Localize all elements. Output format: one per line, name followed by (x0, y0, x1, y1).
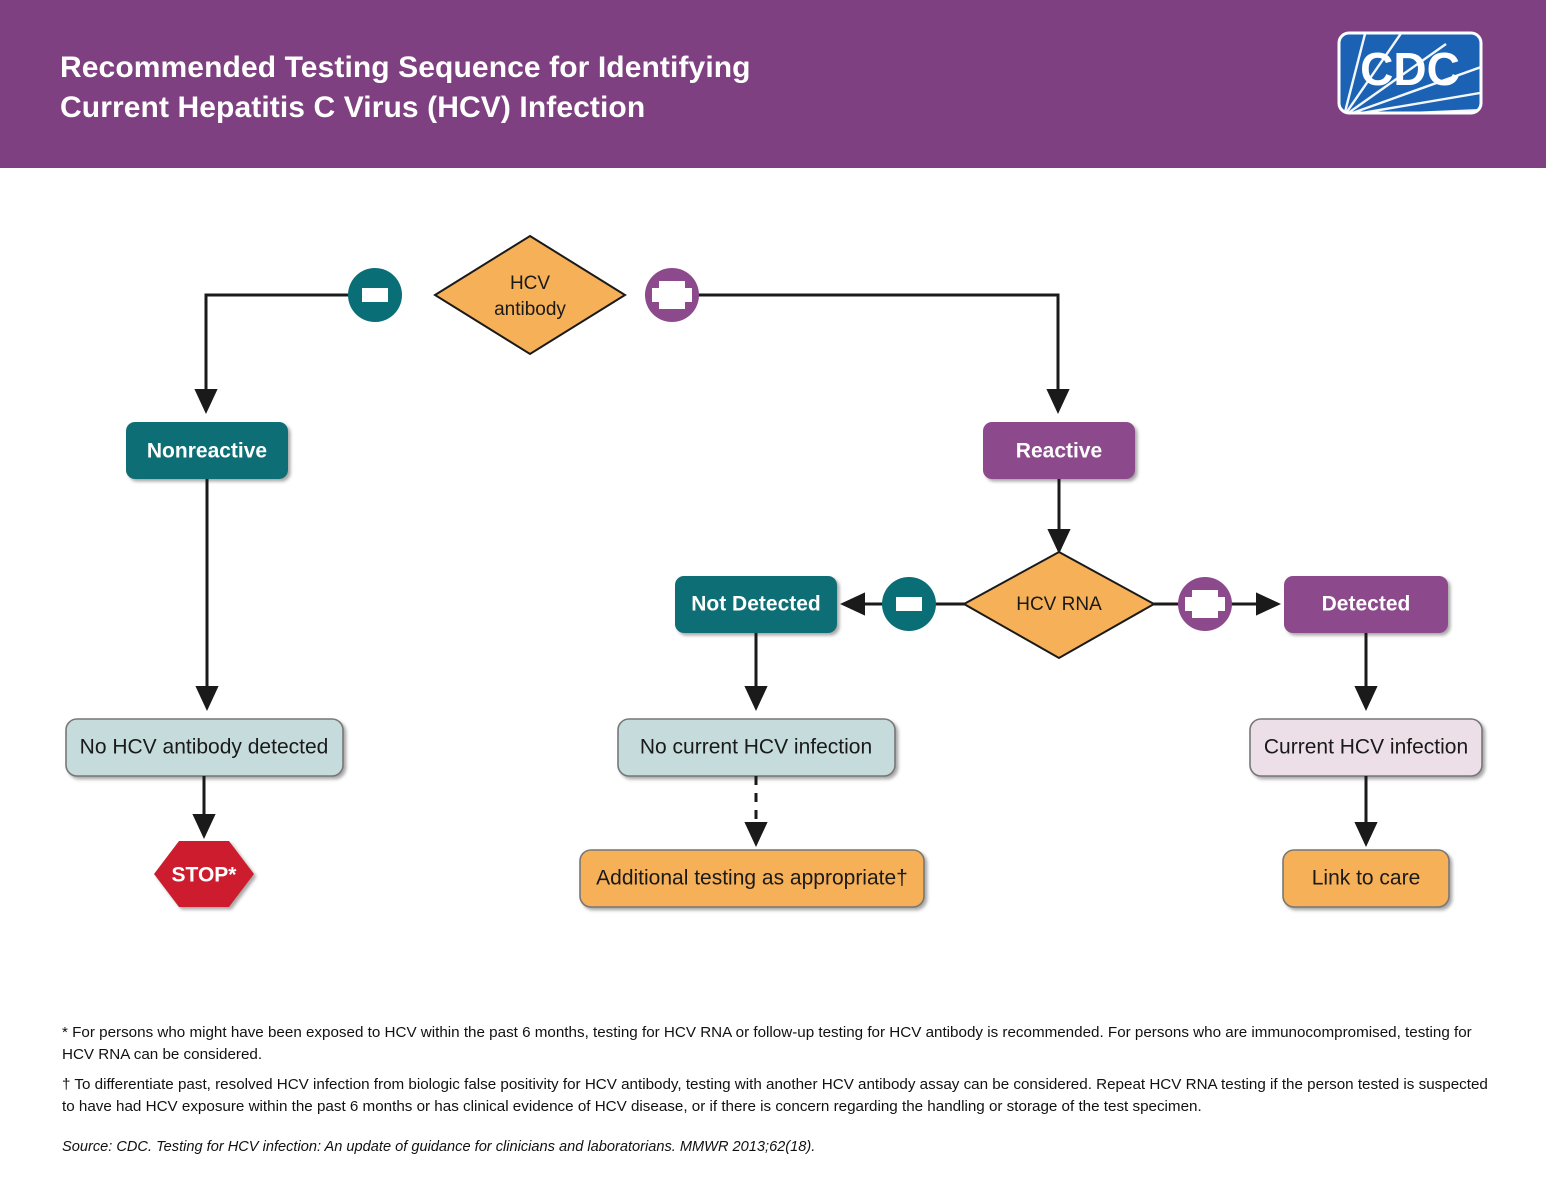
outcome-no-current-hcv-infection-label: No current HCV infection (640, 736, 872, 759)
decision-hcv-antibody[interactable]: HCV antibody (433, 234, 627, 356)
outcome-current-hcv-infection[interactable]: Current HCV infection (1249, 718, 1483, 777)
node-nonreactive-label: Nonreactive (147, 440, 267, 463)
hcv-testing-flowchart: HCV antibody Nonreactive Reactive HCV R (0, 168, 1546, 968)
badge-antibody-positive (645, 268, 699, 322)
node-nonreactive[interactable]: Nonreactive (126, 422, 288, 479)
node-reactive[interactable]: Reactive (983, 422, 1135, 479)
outcome-current-hcv-infection-label: Current HCV infection (1264, 736, 1468, 759)
page-header: Recommended Testing Sequence for Identif… (0, 0, 1546, 168)
node-detected-label: Detected (1322, 593, 1411, 616)
action-additional-testing-label: Additional testing as appropriate† (596, 867, 908, 890)
action-additional-testing[interactable]: Additional testing as appropriate† (579, 849, 925, 908)
action-link-to-care-label: Link to care (1312, 867, 1421, 890)
page-title: Recommended Testing Sequence for Identif… (60, 51, 751, 124)
outcome-no-hcv-antibody-detected-label: No HCV antibody detected (80, 736, 329, 759)
connector-antibody-negative (194, 293, 400, 414)
decision-hcv-rna-label: HCV RNA (1016, 594, 1102, 615)
action-link-to-care[interactable]: Link to care (1282, 849, 1450, 908)
badge-rna-negative (882, 577, 936, 631)
footnotes: * For persons who might have been expose… (62, 1022, 1492, 1158)
decision-hcv-rna[interactable]: HCV RNA (961, 550, 1157, 660)
decision-hcv-antibody-label-line2: antibody (494, 299, 566, 320)
footnote-dagger: † To differentiate past, resolved HCV in… (62, 1076, 1488, 1115)
cdc-logo-text: CDC (1360, 43, 1460, 95)
source-citation: Source: CDC. Testing for HCV infection: … (62, 1139, 816, 1156)
connector-antibody-positive (645, 293, 1070, 414)
badge-rna-positive (1178, 577, 1232, 631)
outcome-no-hcv-antibody-detected[interactable]: No HCV antibody detected (65, 718, 344, 777)
outcome-stop-label: STOP* (172, 864, 238, 887)
node-detected[interactable]: Detected (1284, 576, 1448, 633)
footnote-asterisk: * For persons who might have been expose… (62, 1024, 1472, 1063)
node-reactive-label: Reactive (1016, 440, 1102, 463)
outcome-no-current-hcv-infection[interactable]: No current HCV infection (617, 718, 896, 777)
decision-hcv-antibody-label-line1: HCV (510, 273, 550, 294)
badge-antibody-negative (348, 268, 402, 322)
cdc-logo: CDC (1336, 30, 1484, 116)
node-not-detected[interactable]: Not Detected (675, 576, 837, 633)
node-not-detected-label: Not Detected (691, 593, 821, 616)
outcome-stop[interactable]: STOP* (154, 841, 254, 907)
